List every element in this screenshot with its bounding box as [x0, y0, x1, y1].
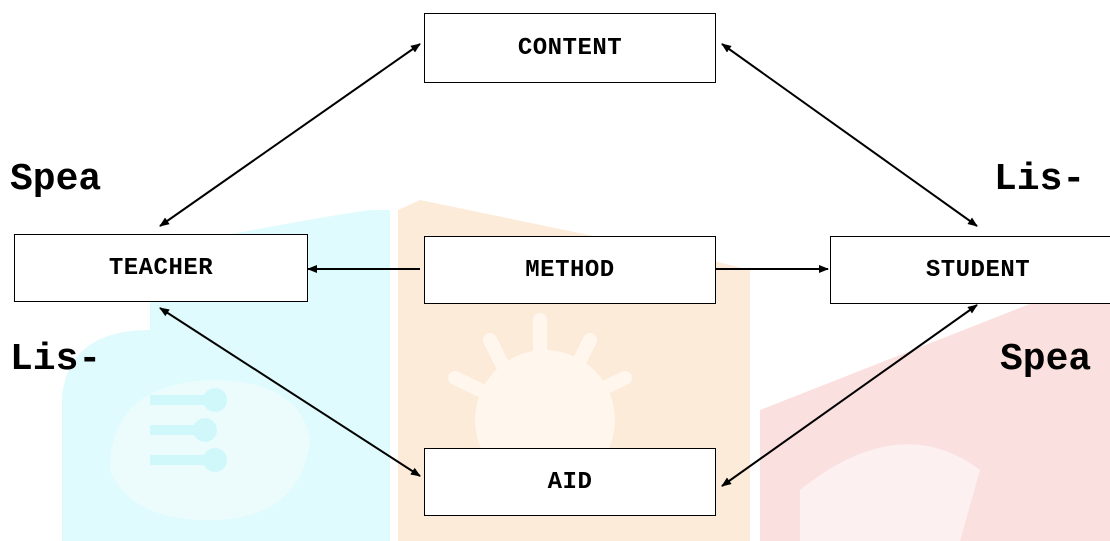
node-content: CONTENT: [424, 13, 716, 83]
arrow-aid-student: [721, 304, 978, 487]
arrow-teacher-content: [159, 43, 421, 227]
label-top-left: Spea: [10, 158, 102, 201]
node-student-label: STUDENT: [925, 256, 1031, 284]
node-content-label: CONTENT: [517, 34, 623, 62]
label-top-right: Lis-: [994, 158, 1086, 201]
node-aid: AID: [424, 448, 716, 516]
arrow-content-student: [721, 43, 978, 227]
label-bottom-right: Spea: [1000, 338, 1092, 381]
arrow-teacher-aid: [159, 307, 421, 477]
label-bottom-left: Lis-: [10, 338, 102, 381]
node-aid-label: AID: [547, 468, 593, 496]
node-method-label: METHOD: [525, 256, 615, 284]
node-student: STUDENT: [830, 236, 1110, 304]
node-teacher: TEACHER: [14, 234, 308, 302]
node-teacher-label: TEACHER: [108, 254, 214, 282]
node-method: METHOD: [424, 236, 716, 304]
